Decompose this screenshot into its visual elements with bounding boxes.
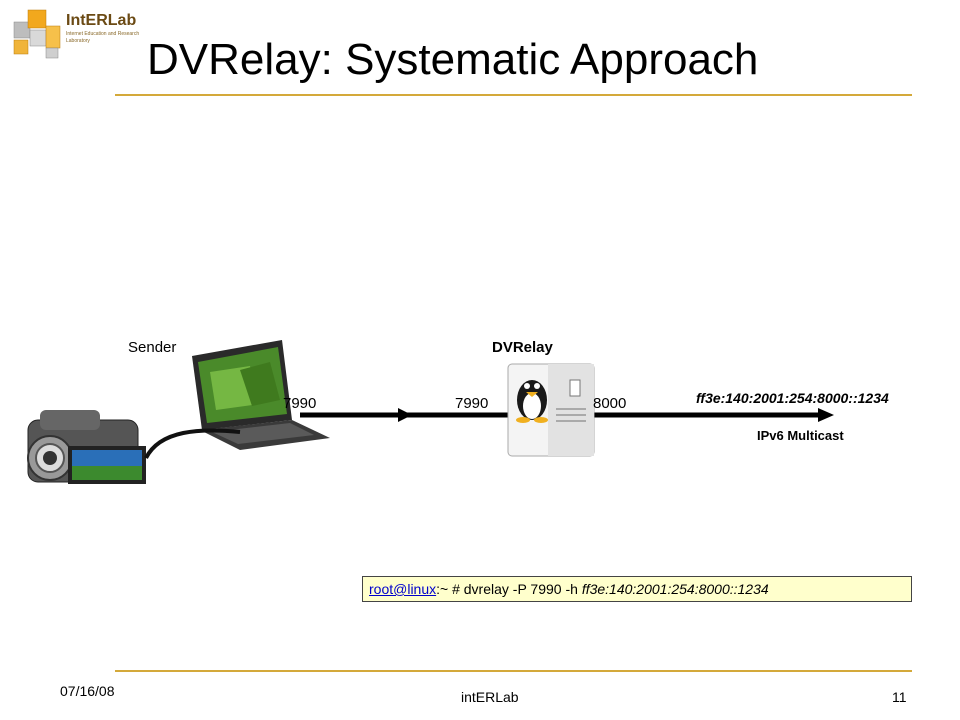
sender-label: Sender	[128, 339, 177, 356]
footer-date: 07/16/08	[60, 683, 115, 699]
logo-icon	[13, 9, 61, 59]
relay-in-port-label: 7990	[455, 395, 489, 412]
server-icon	[507, 363, 595, 457]
laptop-port-label: 7990	[283, 395, 317, 412]
multicast-address-label: ff3e:140:2001:254:8000::1234	[696, 390, 889, 406]
multicast-label: IPv6 Multicast	[757, 428, 844, 443]
relay-label: DVRelay	[492, 339, 553, 356]
logo-subtitle: Internet Education and Research Laborato…	[66, 31, 140, 44]
stream-arrow-in	[398, 408, 412, 422]
video-cable	[144, 428, 241, 459]
command-address: ff3e:140:2001:254:8000::1234	[581, 581, 769, 597]
footer-rule	[115, 670, 912, 672]
laptop-icon	[192, 340, 330, 450]
relay-out-port-label: 8000	[593, 395, 627, 412]
command-text: :~ # dvrelay -P 7990 -h	[436, 581, 582, 597]
logo-wordmark: IntERLab	[66, 12, 137, 29]
footer-organization: intERLab	[461, 689, 519, 705]
slide-title: DVRelay: Systematic Approach	[147, 35, 759, 84]
page-number: 11	[892, 689, 907, 705]
user-host-link[interactable]: root@linux	[369, 581, 437, 597]
command-box: root@linux:~ # dvrelay -P 7990 -h ff3e:1…	[362, 576, 912, 602]
title-rule	[115, 94, 912, 96]
stream-arrow-out	[818, 408, 834, 422]
camcorder-icon	[27, 410, 146, 484]
